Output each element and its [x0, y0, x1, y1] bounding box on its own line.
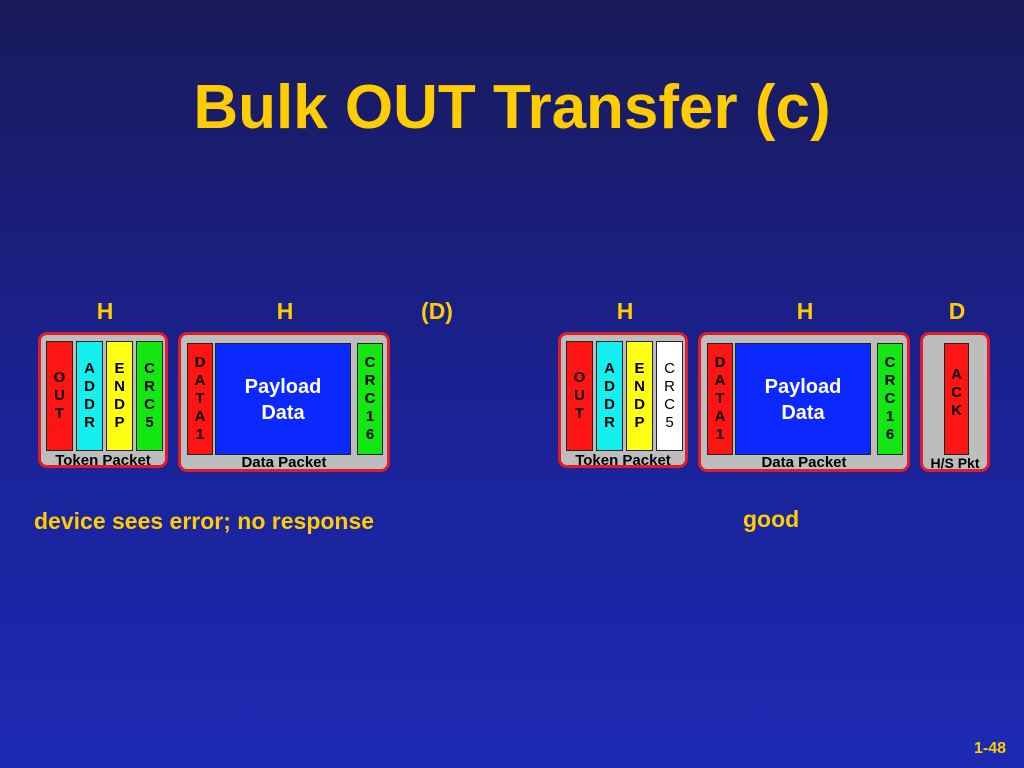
handshake-packet-label: H/S Pkt — [930, 455, 980, 471]
payload-field: Payload Data — [215, 343, 351, 455]
token-packet-label: Token Packet — [575, 452, 671, 469]
handshake-packet-right: A C K H/S Pkt — [920, 332, 990, 472]
endp-field: E N D P — [626, 341, 653, 451]
page-number: 1-48 — [973, 740, 1006, 757]
caption-right: good — [743, 506, 800, 532]
role-data-right: H — [796, 298, 814, 324]
addr-field: A D D R — [596, 341, 623, 451]
role-token-right: H — [616, 298, 634, 324]
out-field: O U T — [46, 341, 73, 451]
endp-field: E N D P — [106, 341, 133, 451]
token-packet-right: O U T A D D R E N D P C R C 5 Token Pack… — [558, 332, 688, 469]
out-field: O U T — [566, 341, 593, 451]
addr-field: A D D R — [76, 341, 103, 451]
role-token-left: H — [96, 298, 114, 324]
crc5-field: C R C 5 — [136, 341, 163, 451]
token-packet-label: Token Packet — [55, 452, 151, 469]
data-packet-label: Data Packet — [241, 454, 327, 471]
crc16-field: C R C 1 6 — [357, 343, 383, 455]
data1-field: D A T A 1 — [707, 343, 733, 455]
data-packet-right: D A T A 1 Payload Data C R C 1 6 Data Pa… — [698, 332, 910, 472]
role-handshake-right: D — [948, 298, 966, 324]
caption-left: device sees error; no response — [34, 508, 375, 534]
crc5-field: C R C 5 — [656, 341, 683, 451]
payload-field: Payload Data — [735, 343, 871, 455]
data-packet-left: D A T A 1 Payload Data C R C 1 6 Data Pa… — [178, 332, 390, 472]
token-packet-left: O U T A D D R E N D P C R C 5 Token Pack… — [38, 332, 168, 469]
role-data-left: H — [276, 298, 294, 324]
data-packet-label: Data Packet — [761, 454, 847, 471]
slide-title: Bulk OUT Transfer (c) — [193, 73, 831, 142]
ack-field: A C K — [944, 343, 969, 455]
data1-field: D A T A 1 — [187, 343, 213, 455]
crc16-field: C R C 1 6 — [877, 343, 903, 455]
role-handshake-left: (D) — [421, 298, 453, 324]
